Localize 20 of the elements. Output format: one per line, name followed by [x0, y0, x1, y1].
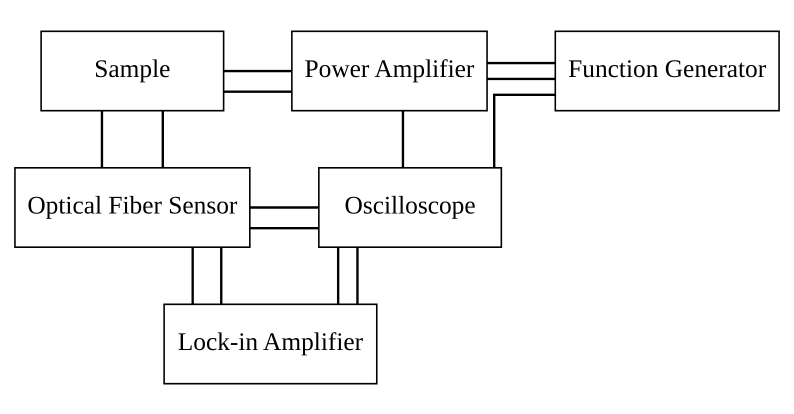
connector	[250, 226, 319, 229]
connector	[162, 110, 164, 168]
connector	[224, 90, 292, 92]
connector	[100, 110, 104, 168]
node-box: Power Amplifier	[291, 30, 488, 111]
connector	[336, 247, 340, 304]
connector	[192, 247, 194, 304]
connector	[356, 247, 359, 304]
connector	[250, 206, 319, 208]
connector	[402, 110, 404, 168]
connector	[220, 247, 222, 304]
node-box: Oscilloscope	[318, 166, 502, 248]
node-box: Sample	[40, 30, 224, 111]
connector	[487, 77, 555, 80]
node-box: Optical Fiber Sensor	[14, 166, 251, 248]
connector	[224, 69, 292, 72]
node-box: Lock-in Amplifier	[163, 303, 378, 384]
connector	[493, 93, 556, 167]
node-box: Function Generator	[554, 30, 780, 111]
connector	[487, 61, 555, 64]
